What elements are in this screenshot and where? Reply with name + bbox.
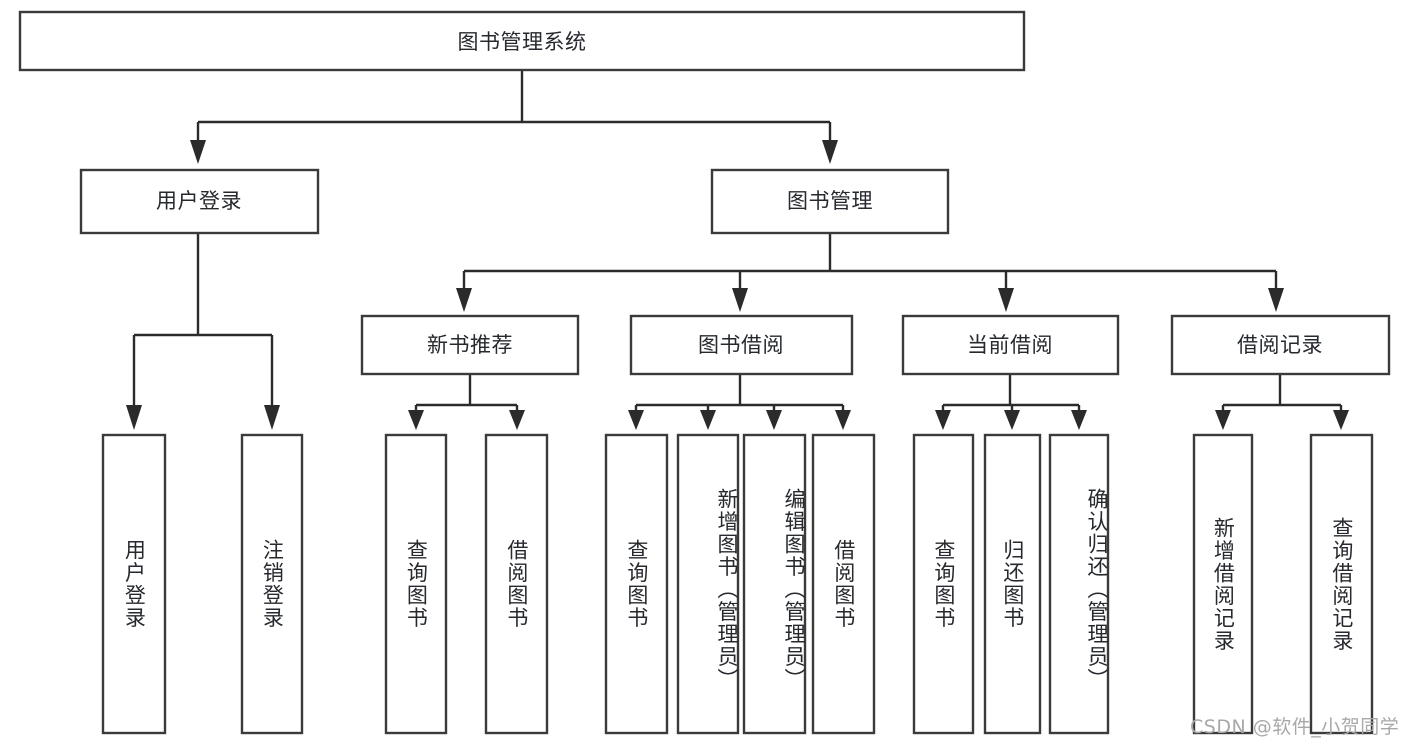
arrow-head-leaf-add-book <box>700 410 716 430</box>
arrow-head-bookmgmt <box>822 140 838 164</box>
arrow-head-borrow-record <box>1268 288 1284 312</box>
node-borrow-record[interactable]: 借阅记录 <box>1170 314 1391 376</box>
arrow-head-current-borrow <box>998 288 1014 312</box>
node-current-borrow[interactable]: 当前借阅 <box>901 314 1120 376</box>
node-current-borrow-box[interactable] <box>901 314 1120 376</box>
node-root-label: 图书管理系统 <box>458 30 587 54</box>
connector-group-bookmgmt <box>456 233 1284 312</box>
connector-group-borrowrecord <box>1215 374 1349 430</box>
arrow-head-leaf-confirm-return <box>1071 410 1087 430</box>
connector-group-currentborrow <box>935 374 1087 430</box>
leaf-box-return-book[interactable] <box>983 433 1042 735</box>
arrow-head-leaf-borrow-book-1 <box>509 410 525 430</box>
arrow-head-leaf-query-record <box>1333 410 1349 430</box>
csdn-watermark: CSDN @软件_小贺同学 <box>1190 716 1400 738</box>
arrow-head-leaf-query-book-2 <box>628 410 644 430</box>
node-book-mgmt-label: 图书管理 <box>787 189 873 213</box>
arrow-head-new-book-rec <box>456 288 472 312</box>
leaf-box-query-book-1[interactable] <box>384 433 448 735</box>
arrow-head-leaf-user-login <box>126 405 142 430</box>
connector-group-newbookrec <box>408 374 525 430</box>
node-user-login-box[interactable] <box>79 168 320 235</box>
leaf-box-borrow-book-2[interactable] <box>811 433 876 735</box>
leaf-box-confirm-return[interactable] <box>1048 433 1110 735</box>
node-current-borrow-label: 当前借阅 <box>967 333 1053 357</box>
connector-group-bookborrow <box>628 374 851 430</box>
node-user-login-label: 用户登录 <box>156 189 242 213</box>
node-book-borrow[interactable]: 图书借阅 <box>629 314 854 376</box>
arrow-head-leaf-add-record <box>1215 410 1231 430</box>
node-new-book-rec-box[interactable] <box>360 314 580 376</box>
leaf-box-user-login[interactable] <box>101 433 167 735</box>
arrow-head-leaf-return-book <box>1004 410 1020 430</box>
node-book-borrow-label: 图书借阅 <box>698 333 784 357</box>
leaf-boxes <box>101 433 1374 735</box>
arrow-head-leaf-query-book-3 <box>935 410 951 430</box>
node-borrow-record-label: 借阅记录 <box>1237 333 1323 357</box>
leaf-box-logout[interactable] <box>240 433 304 735</box>
arrow-head-leaf-logout <box>264 405 280 430</box>
arrow-head-userlogin <box>190 140 206 164</box>
leaf-box-edit-book[interactable] <box>742 433 807 735</box>
arrow-head-leaf-query-book-1 <box>408 410 424 430</box>
connector-group-userlogin <box>126 233 280 430</box>
arrow-head-leaf-borrow-book-2 <box>835 410 851 430</box>
leaf-box-query-book-2[interactable] <box>604 433 669 735</box>
node-new-book-rec[interactable]: 新书推荐 <box>360 314 580 376</box>
node-root-box[interactable] <box>18 10 1026 72</box>
leaf-box-add-record[interactable] <box>1192 433 1254 735</box>
node-book-mgmt[interactable]: 图书管理 <box>710 168 950 235</box>
leaf-box-query-record[interactable] <box>1309 433 1374 735</box>
leaf-box-borrow-book-1[interactable] <box>484 433 549 735</box>
node-book-mgmt-box[interactable] <box>710 168 950 235</box>
node-user-login[interactable]: 用户登录 <box>79 168 320 235</box>
arrow-head-book-borrow <box>732 288 748 312</box>
connector-group-root <box>190 70 838 164</box>
node-borrow-record-box[interactable] <box>1170 314 1391 376</box>
arrow-head-leaf-edit-book <box>766 410 782 430</box>
node-new-book-rec-label: 新书推荐 <box>427 333 513 357</box>
leaf-box-add-book[interactable] <box>676 433 740 735</box>
leaf-box-query-book-3[interactable] <box>912 433 975 735</box>
node-root[interactable]: 图书管理系统 <box>18 10 1026 72</box>
node-book-borrow-box[interactable] <box>629 314 854 376</box>
